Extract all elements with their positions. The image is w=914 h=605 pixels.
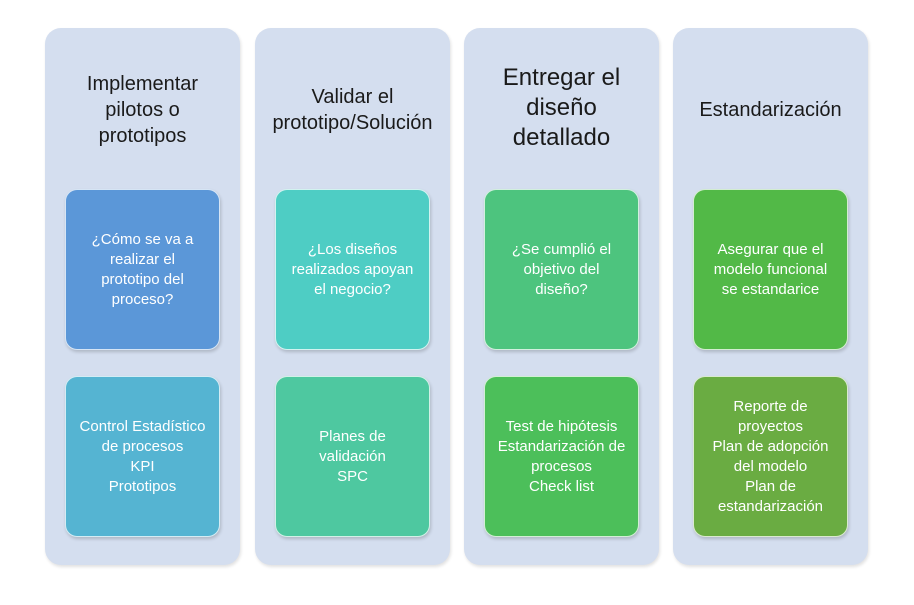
tools-text: Control Estadístico de procesos KPI Prot… xyxy=(79,417,206,495)
tools-text: Reporte de proyectos Plan de adopción de… xyxy=(712,397,829,515)
tools-card: Test de hipótesis Estandarización de pro… xyxy=(484,376,639,537)
column-validar: Validar el prototipo/Solución ¿Los diseñ… xyxy=(255,28,450,565)
column-entregar: Entregar el diseño detallado ¿Se cumplió… xyxy=(464,28,659,565)
question-card: ¿Se cumplió el objetivo del diseño? xyxy=(484,189,639,350)
question-card: Asegurar que el modelo funcional se esta… xyxy=(693,189,848,350)
column-title-text: Validar el prototipo/Solución xyxy=(272,86,433,134)
column-title: Entregar el diseño detallado xyxy=(470,58,653,158)
column-title-text: Implementar pilotos o prototipos xyxy=(86,73,199,147)
tools-text: Planes de validación SPC xyxy=(319,427,386,485)
tools-card: Planes de validación SPC xyxy=(275,376,430,537)
column-title-text: Estandarización xyxy=(699,99,842,121)
column-estandarizacion: Estandarización Asegurar que el modelo f… xyxy=(673,28,868,565)
column-title: Validar el prototipo/Solución xyxy=(261,60,444,160)
tools-text: Test de hipótesis Estandarización de pro… xyxy=(497,417,626,495)
question-card: ¿Los diseños realizados apoyan el negoci… xyxy=(275,189,430,350)
tools-card: Reporte de proyectos Plan de adopción de… xyxy=(693,376,848,537)
question-text: ¿Cómo se va a realizar el prototipo del … xyxy=(91,230,194,308)
question-text: ¿Se cumplió el objetivo del diseño? xyxy=(511,240,612,298)
column-title: Implementar pilotos o prototipos xyxy=(51,60,234,160)
column-implementar: Implementar pilotos o prototipos ¿Cómo s… xyxy=(45,28,240,565)
question-card: ¿Cómo se va a realizar el prototipo del … xyxy=(65,189,220,350)
tools-card: Control Estadístico de procesos KPI Prot… xyxy=(65,376,220,537)
question-text: ¿Los diseños realizados apoyan el negoci… xyxy=(291,240,414,298)
column-title: Estandarización xyxy=(679,60,862,160)
column-title-text: Entregar el diseño detallado xyxy=(502,64,621,151)
question-text: Asegurar que el modelo funcional se esta… xyxy=(713,240,828,298)
